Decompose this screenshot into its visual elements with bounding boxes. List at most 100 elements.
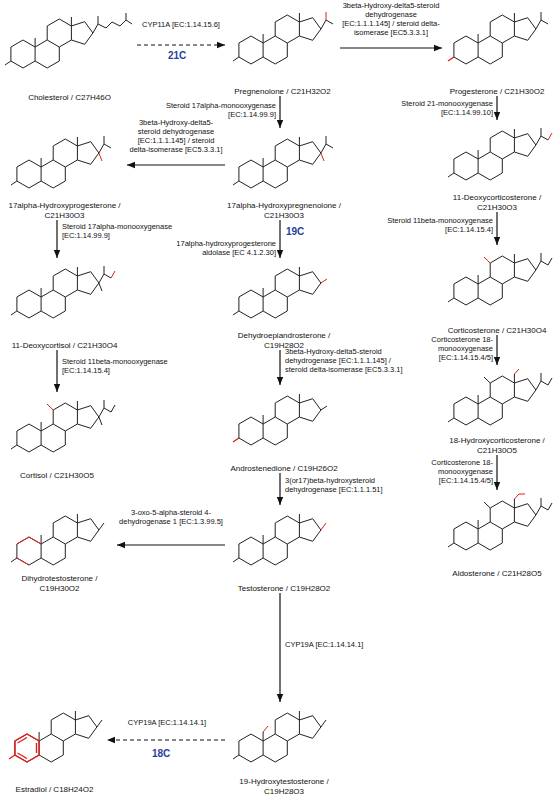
cortisol-structure bbox=[11, 400, 115, 452]
molecule-node: Dihydrotestosterone / C19H30O2 bbox=[2, 505, 117, 593]
molecule-name: 19-Hydroxytestosterone / C19H28O3 bbox=[225, 777, 343, 796]
side-chain bbox=[11, 400, 115, 449]
reaction-arrow bbox=[279, 96, 280, 128]
molecule-node: 19-Hydroxytestosterone / C19H28O3 bbox=[225, 702, 343, 796]
hydroxytestosterone-structure bbox=[233, 711, 326, 762]
molecule-node: Corticosterone / C21H30O4 bbox=[442, 245, 552, 335]
hydroxycorticosterone-structure bbox=[448, 369, 552, 425]
molecule-name: Cortisol / C21H30O5 bbox=[2, 471, 112, 481]
enzyme-label: 3beta-Hydroxy-delta5-steroid dehydrogena… bbox=[285, 347, 415, 374]
molecule-name: 11-Deoxycortisol / C21H30O4 bbox=[2, 341, 127, 351]
reaction-arrow bbox=[496, 96, 497, 120]
hydroxy-group bbox=[263, 726, 268, 732]
molecule-node: 17alpha-Hydroxyprogesterone / C21H30O3 bbox=[2, 128, 127, 220]
reaction-arrow bbox=[279, 220, 280, 258]
reaction-arrow bbox=[279, 593, 280, 702]
reaction-arrow bbox=[496, 212, 497, 245]
keto-group bbox=[233, 558, 239, 562]
molecule-name: Aldosterone / C21H28O5 bbox=[442, 569, 552, 579]
keto-group bbox=[233, 438, 239, 442]
enzyme-label: CYP19A [EC:1.14.14.1] bbox=[285, 640, 385, 649]
keto-group bbox=[448, 57, 454, 61]
molecule-name: Androstenedione / C19H26O2 bbox=[225, 464, 343, 474]
hydroxy-group bbox=[321, 523, 326, 530]
side-chain bbox=[448, 498, 552, 547]
steroid-skeleton bbox=[239, 137, 321, 188]
steroid-skeleton bbox=[17, 267, 99, 318]
enzyme-label: Steroid 17alpha-monooxygenase [EC:1.14.9… bbox=[62, 222, 180, 240]
molecule-node: 18-Hydroxycorticosterone / C21H30O5 bbox=[442, 365, 552, 455]
molecule-name: 11-Deoxycorticosterone / C21H30O3 bbox=[442, 193, 552, 212]
side-chain bbox=[448, 253, 552, 302]
androstenedione-structure bbox=[233, 394, 327, 445]
deoxycortisol-structure bbox=[11, 266, 115, 318]
steroid-skeleton bbox=[17, 137, 99, 188]
steroid-skeleton bbox=[454, 13, 536, 64]
molecule-node: Aldosterone / C21H28O5 bbox=[442, 490, 552, 578]
steroid-skeleton bbox=[454, 374, 536, 425]
steroid-skeleton bbox=[17, 514, 99, 565]
reaction-arrow bbox=[107, 739, 225, 740]
aromatic-ring bbox=[9, 734, 39, 762]
hydroxy-group bbox=[321, 153, 324, 161]
corticosterone-structure bbox=[448, 253, 552, 305]
hydroxy-group bbox=[484, 257, 490, 263]
reaction-arrow bbox=[127, 164, 225, 165]
molecule-node: Progesterone / C21H30O2 bbox=[442, 4, 552, 96]
molecule-node: Cortisol / C21H30O5 bbox=[2, 392, 112, 480]
cholesterol-structure bbox=[5, 13, 132, 68]
side-chain bbox=[233, 136, 333, 185]
keto-group bbox=[326, 12, 327, 20]
molecule-node: Pregnenolone / C21H32O2 bbox=[225, 4, 340, 96]
molecule-name: Estradiol / C18H24O2 bbox=[2, 785, 107, 795]
molecule-node: Androstenedione / C19H26O2 bbox=[225, 385, 343, 473]
dht-structure bbox=[11, 514, 104, 565]
reaction-arrow bbox=[279, 350, 280, 385]
molecule-node: 11-Deoxycortisol / C21H30O4 bbox=[2, 258, 127, 350]
molecule-name: Cholesterol / C27H46O bbox=[2, 93, 137, 103]
hydroxy-group bbox=[514, 369, 519, 374]
molecule-name: Dihydrotestosterone / C19H30O2 bbox=[2, 574, 117, 593]
side-chain bbox=[11, 266, 111, 315]
estradiol-structure bbox=[9, 711, 102, 762]
molecule-node: Cholesterol / C27H46O bbox=[2, 8, 137, 102]
side-chain bbox=[448, 128, 548, 177]
deoxycorticosterone-structure bbox=[448, 128, 552, 180]
carbon-count-label: 21C bbox=[168, 50, 186, 61]
enzyme-label: Corticosterone 18-monooxygenase [EC:1.14… bbox=[420, 335, 493, 362]
enzyme-label: 3beta-Hydroxy-delta5-steroid dehydrogena… bbox=[341, 1, 441, 37]
steroid-skeleton bbox=[17, 401, 99, 452]
enzyme-label: 3-oxo-5-alpha-steroid 4-dehydrogenase 1 … bbox=[119, 508, 223, 526]
molecule-name: Testosterone / C19H28O2 bbox=[225, 584, 343, 594]
dhea-structure bbox=[233, 267, 327, 318]
molecule-name: 18-Hydroxycorticosterone / C21H30O5 bbox=[442, 436, 552, 455]
steroid-skeleton bbox=[454, 254, 536, 305]
enzyme-label: CYP19A [EC:1.14.14.1] bbox=[112, 718, 222, 727]
steroid-skeleton bbox=[239, 394, 321, 445]
hydroxy-group bbox=[233, 311, 239, 315]
enzyme-label: 3beta-Hydroxy-delta5-steroid dehydrogena… bbox=[129, 118, 223, 154]
enzyme-label: CYP11A [EC:1.14.15.6] bbox=[138, 20, 224, 29]
side-chain bbox=[11, 523, 104, 562]
testosterone-structure bbox=[233, 514, 326, 565]
reaction-arrow bbox=[279, 473, 280, 505]
reaction-arrow bbox=[496, 335, 497, 365]
molecule-node: 17alpha-Hydroxypregnenolone / C21H30O3 bbox=[225, 128, 343, 220]
reduced-ring bbox=[17, 537, 41, 565]
steroid-skeleton bbox=[454, 129, 536, 180]
side-chain bbox=[11, 136, 111, 185]
hydroxy-group bbox=[99, 153, 102, 161]
steroid-skeleton bbox=[239, 267, 321, 318]
reaction-arrow bbox=[56, 350, 57, 392]
hydroxy-group bbox=[548, 133, 552, 140]
hydroxy-group bbox=[97, 720, 102, 727]
side-chain bbox=[5, 13, 132, 65]
reaction-arrow bbox=[137, 44, 225, 45]
hydroxy-group bbox=[47, 404, 53, 410]
keto-group bbox=[321, 406, 327, 410]
molecule-node: Estradiol / C18H24O2 bbox=[2, 702, 107, 794]
